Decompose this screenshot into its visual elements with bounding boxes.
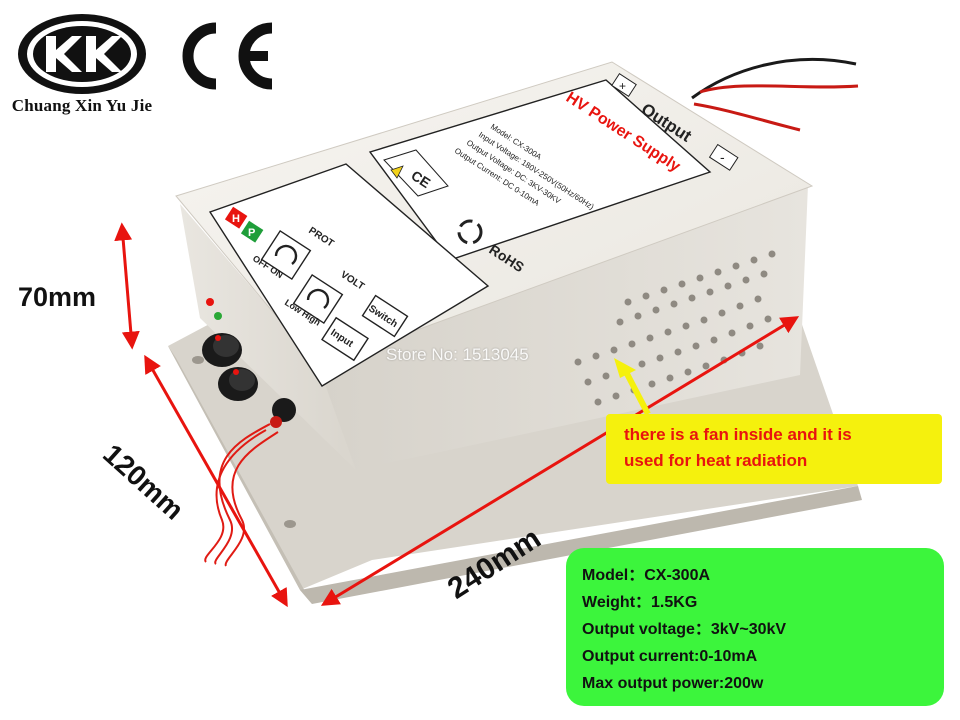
green-led-icon bbox=[214, 312, 222, 320]
voltage-knob-icon bbox=[218, 367, 258, 401]
brand-block: Chuang Xin Yu Jie bbox=[6, 8, 156, 118]
brand-logo-icon bbox=[18, 14, 146, 94]
brand-name: Chuang Xin Yu Jie bbox=[11, 96, 153, 115]
h-badge: H bbox=[232, 213, 240, 225]
spec-output-voltage: Output voltage：3kV~30kV bbox=[582, 621, 787, 638]
h-indicator-badge bbox=[224, 206, 248, 229]
spec-model: Model：CX-300A bbox=[582, 567, 711, 584]
output-minus: - bbox=[720, 149, 725, 165]
callout-line-1: there is a fan inside and it is bbox=[624, 425, 852, 444]
spec-max-power: Max output power:200w bbox=[582, 675, 764, 692]
ce-mark-icon bbox=[182, 22, 273, 90]
output-plus: + bbox=[619, 79, 626, 93]
recycle-icon bbox=[457, 219, 483, 245]
length-arrow bbox=[320, 316, 800, 606]
red-led-icon bbox=[206, 298, 214, 306]
power-knob-icon bbox=[202, 333, 242, 367]
store-watermark: Store No: 1513045 bbox=[386, 345, 529, 364]
height-dimension-label: 70mm bbox=[18, 282, 97, 312]
p-badge: P bbox=[248, 227, 255, 239]
depth-arrow bbox=[144, 354, 288, 608]
spec-output-current: Output current:0-10mA bbox=[582, 648, 758, 665]
callout-line-2: used for heat radiation bbox=[624, 451, 808, 470]
fan-callout: there is a fan inside and it is used for… bbox=[606, 414, 942, 484]
box-front-panel bbox=[180, 204, 356, 470]
callout-pointer bbox=[614, 358, 651, 416]
dimension-arrows bbox=[114, 222, 800, 608]
spec-panel: Model：CX-300A Weight：1.5KG Output voltag… bbox=[566, 548, 944, 706]
p-indicator-badge bbox=[240, 220, 264, 243]
spec-weight: Weight：1.5KG bbox=[582, 594, 698, 611]
height-arrow bbox=[114, 222, 140, 350]
control-panel-sticker: H P OFF ON PROT Low High VOLT Input Swit… bbox=[208, 163, 490, 387]
